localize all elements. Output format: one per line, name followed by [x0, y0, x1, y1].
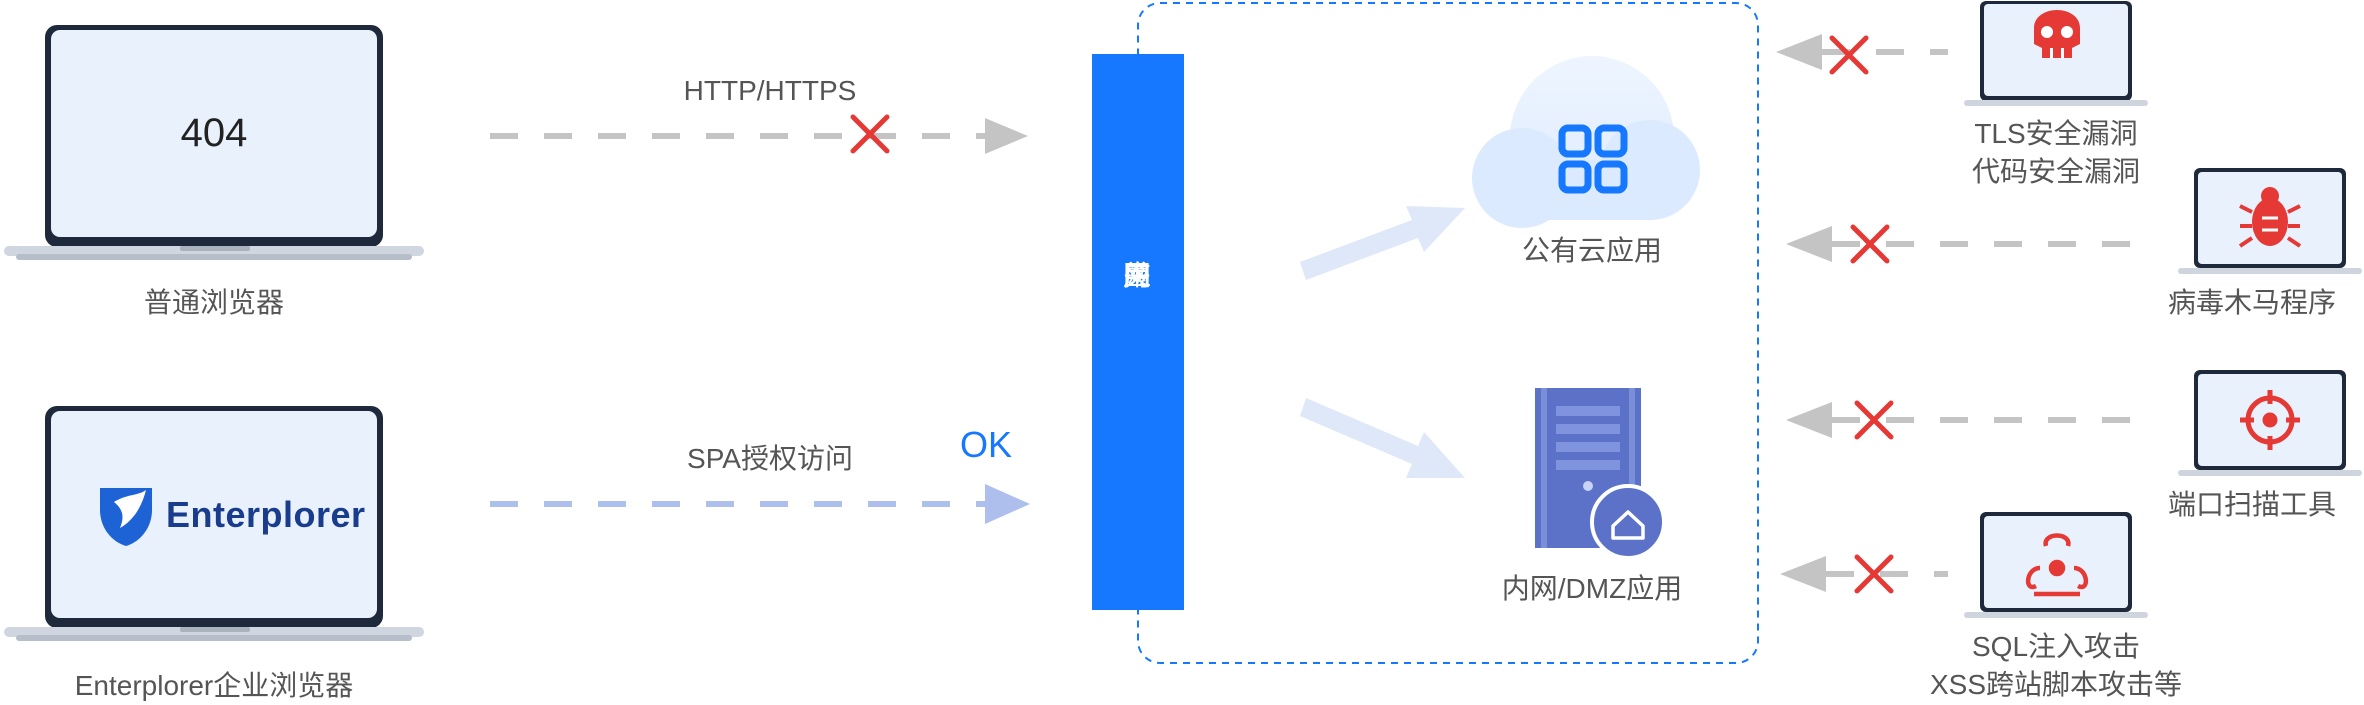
skull-icon — [2034, 10, 2080, 58]
error-404-text: 404 — [180, 111, 248, 155]
threat-label-4: SQL注入攻击 XSS跨站脚本攻击等 — [1906, 628, 2206, 704]
blocked-x-icon — [850, 114, 890, 154]
threat-arrow-2 — [1786, 224, 2152, 264]
laptop-enterplorer — [4, 406, 424, 641]
enterplorer-logo-icon — [100, 488, 152, 546]
gateway-label-char: 关 — [1122, 260, 1151, 291]
apps-grid-icon — [1558, 124, 1628, 194]
crosshair-icon — [2240, 390, 2300, 450]
gateway-label-char: 网 — [1122, 260, 1151, 291]
threat-label-line: TLS安全漏洞 — [1974, 118, 2138, 149]
cloud-icon — [1472, 56, 1700, 228]
app-gateway — [1092, 54, 1184, 610]
laptop-normal — [4, 25, 424, 260]
biohazard-icon — [2026, 533, 2088, 597]
arrow-to-cloud — [1300, 206, 1465, 280]
normal-browser-label: 普通浏览器 — [143, 287, 284, 318]
gateway-label-char: 应 — [1122, 260, 1151, 291]
http-flow-arrow — [490, 118, 1028, 154]
home-badge-icon — [1590, 484, 1666, 560]
protected-zone-boundary — [1137, 2, 1759, 664]
threat-label-line: XSS跨站脚本攻击等 — [1929, 669, 2183, 700]
threat-label-line: 病毒木马程序 — [2167, 287, 2336, 318]
cloud-app-label: 公有云应用 — [1521, 235, 1662, 266]
http-flow-label: HTTP/HTTPS — [683, 75, 857, 106]
threat-arrow-1 — [1776, 34, 1948, 75]
threat-label-3: 端口扫描工具 — [2140, 486, 2364, 524]
threat-label-line: SQL注入攻击 — [1971, 631, 2141, 662]
enterplorer-brand-text: Enterplorer — [166, 494, 366, 535]
threat-label-line: 端口扫描工具 — [2167, 489, 2336, 520]
spa-ok-status: OK — [960, 424, 1013, 465]
arrow-to-intranet — [1300, 398, 1465, 478]
enterplorer-browser-label: Enterplorer企业浏览器 — [74, 670, 354, 701]
intranet-app-label: 内网/DMZ应用 — [1501, 573, 1683, 604]
threat-label-1: TLS安全漏洞 代码安全漏洞 — [1906, 115, 2206, 191]
threat-label-2: 病毒木马程序 — [2140, 284, 2364, 322]
spa-flow-arrow — [490, 484, 1030, 524]
bug-icon — [2238, 187, 2302, 248]
threat-label-line: 代码安全漏洞 — [1971, 156, 2140, 187]
spa-flow-label: SPA授权访问 — [687, 443, 853, 474]
threat-arrow-3 — [1786, 400, 2152, 440]
threat-arrow-4 — [1780, 554, 1948, 594]
gateway-label-char: 用 — [1122, 260, 1151, 291]
